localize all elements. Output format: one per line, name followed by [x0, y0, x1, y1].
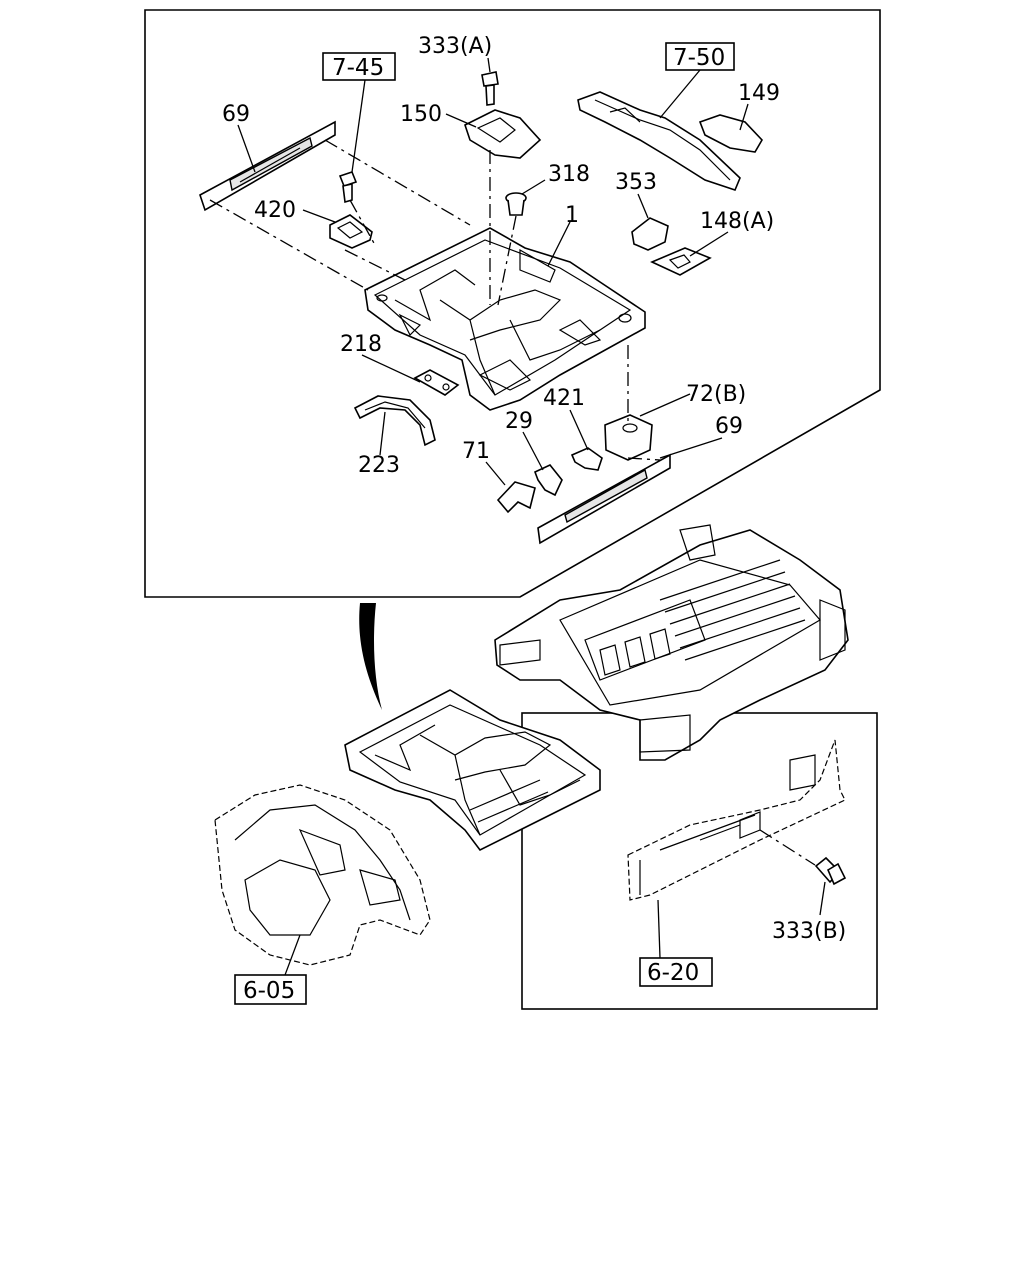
plate-218 [413, 369, 460, 396]
bracket-72b [604, 414, 653, 461]
callout-333b: 333(B) [772, 919, 846, 944]
callout-1: 1 [565, 203, 579, 228]
bolt-333a [481, 71, 499, 106]
bracket-149 [698, 114, 763, 153]
crossmember-7-50 [577, 91, 741, 191]
bracket-353 [631, 217, 669, 251]
detail-arrow [359, 603, 382, 710]
callout-150: 150 [400, 102, 442, 127]
callout-7-50: 7-50 [673, 45, 725, 71]
ref-box-6-05 [234, 974, 307, 1005]
assembly-lines-upper [209, 139, 661, 461]
plate-148a [650, 247, 712, 276]
callout-6-20: 6-20 [647, 960, 699, 986]
callout-318: 318 [548, 162, 590, 187]
ref-box-6-20 [639, 957, 713, 987]
ref-box-7-45 [322, 52, 396, 81]
grommet-318 [505, 192, 527, 216]
bolt-7-45 [338, 171, 358, 204]
clip-29 [533, 464, 563, 497]
callout-69-right: 69 [715, 414, 743, 439]
dash-panel-6-05 [214, 784, 431, 966]
callout-69-left: 69 [222, 102, 250, 127]
side-panel-6-20 [627, 739, 846, 901]
callout-218: 218 [340, 332, 382, 357]
callout-420: 420 [254, 198, 296, 223]
callout-333a: 333(A) [418, 34, 492, 59]
callout-71: 71 [462, 439, 490, 464]
callout-148a: 148(A) [700, 209, 774, 234]
bracket-420 [329, 214, 373, 249]
callout-7-45: 7-45 [332, 55, 384, 81]
upper-detail-frame [144, 9, 881, 598]
bracket-150 [464, 109, 542, 159]
clip-421 [570, 447, 603, 471]
bolt-333b [814, 856, 847, 886]
callout-149: 149 [738, 81, 780, 106]
callout-72b: 72(B) [686, 382, 746, 407]
clip-71 [496, 481, 536, 514]
ref-box-7-50 [665, 42, 735, 71]
callout-353: 353 [615, 170, 657, 195]
front-floor-panel [344, 689, 601, 852]
callout-29: 29 [505, 409, 533, 434]
floor-panel-1 [364, 227, 646, 411]
strap-223 [353, 395, 436, 447]
callout-6-05: 6-05 [243, 978, 295, 1004]
leader-lines-upper [237, 57, 749, 486]
leader-lines-lower [284, 829, 826, 976]
rear-floor-assembly [494, 524, 849, 761]
sill-plate-69-left [199, 120, 336, 212]
sill-plate-69-right [537, 453, 671, 545]
callout-421: 421 [543, 386, 585, 411]
callout-223: 223 [358, 453, 400, 478]
